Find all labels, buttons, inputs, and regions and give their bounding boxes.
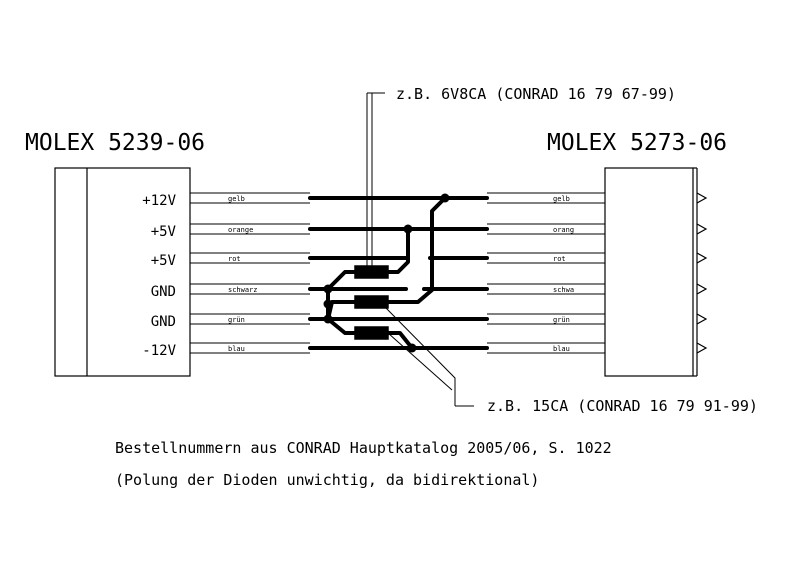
wire-label: grün [553,316,570,324]
diode-3 [354,326,389,340]
wire-label: rot [228,255,241,263]
pin-arrow [696,313,708,325]
wire-label: orang [553,226,574,234]
wire-label: rot [553,255,566,263]
diode3-lead-left [326,317,357,335]
pin-label: GND [151,284,176,300]
junction-dot [440,193,450,203]
diode1-lead-right [386,227,410,274]
pin-arrow [696,192,708,204]
diode3-lead-right [386,331,414,350]
junction-dot [403,224,413,234]
right-connector [604,167,698,377]
left-connector-title: MOLEX 5239-06 [25,130,205,156]
pin-label: +5V [151,253,177,269]
right-pin-arrows [696,192,708,354]
wire-label: gelb [553,195,570,203]
junction-dot [323,284,333,294]
pin-arrow [696,342,708,354]
wire-label: orange [228,226,253,234]
diode2-lead-right [386,196,447,304]
diode-bottom-note: z.B. 15CA (CONRAD 16 79 91-99) [487,397,758,415]
pin-arrow [696,223,708,235]
footer-line-2: (Polung der Dioden unwichtig, da bidirek… [115,471,539,489]
pin-arrow [696,252,708,264]
wire-label: grün [228,316,245,324]
junction-dot [323,299,333,309]
thick-wires [308,196,489,350]
right-connector-title: MOLEX 5273-06 [547,130,727,156]
pin-arrow [696,283,708,295]
top-leader [366,92,385,270]
diode1-lead-left [326,270,357,291]
wire-label: schwarz [228,286,258,294]
diodes [354,265,389,340]
pin-label: +12V [142,193,176,209]
junction-dots [323,193,450,353]
left-connector [54,167,191,377]
right-wire-sleeves [487,192,605,354]
diode-top-note: z.B. 6V8CA (CONRAD 16 79 67-99) [396,85,676,103]
junction-dot [323,314,333,324]
wire-label: gelb [228,195,245,203]
pin-label: GND [151,314,176,330]
bottom-leader [383,305,474,407]
wire-label: blau [228,345,245,353]
junction-dot [407,343,417,353]
wire-label: schwa [553,286,574,294]
footer-line-1: Bestellnummern aus CONRAD Hauptkatalog 2… [115,439,612,457]
pin-label: +5V [151,224,177,240]
wire-label: blau [553,345,570,353]
pin-label: -12V [142,343,176,359]
diode-2 [354,295,389,309]
left-wire-sleeves [190,192,310,354]
